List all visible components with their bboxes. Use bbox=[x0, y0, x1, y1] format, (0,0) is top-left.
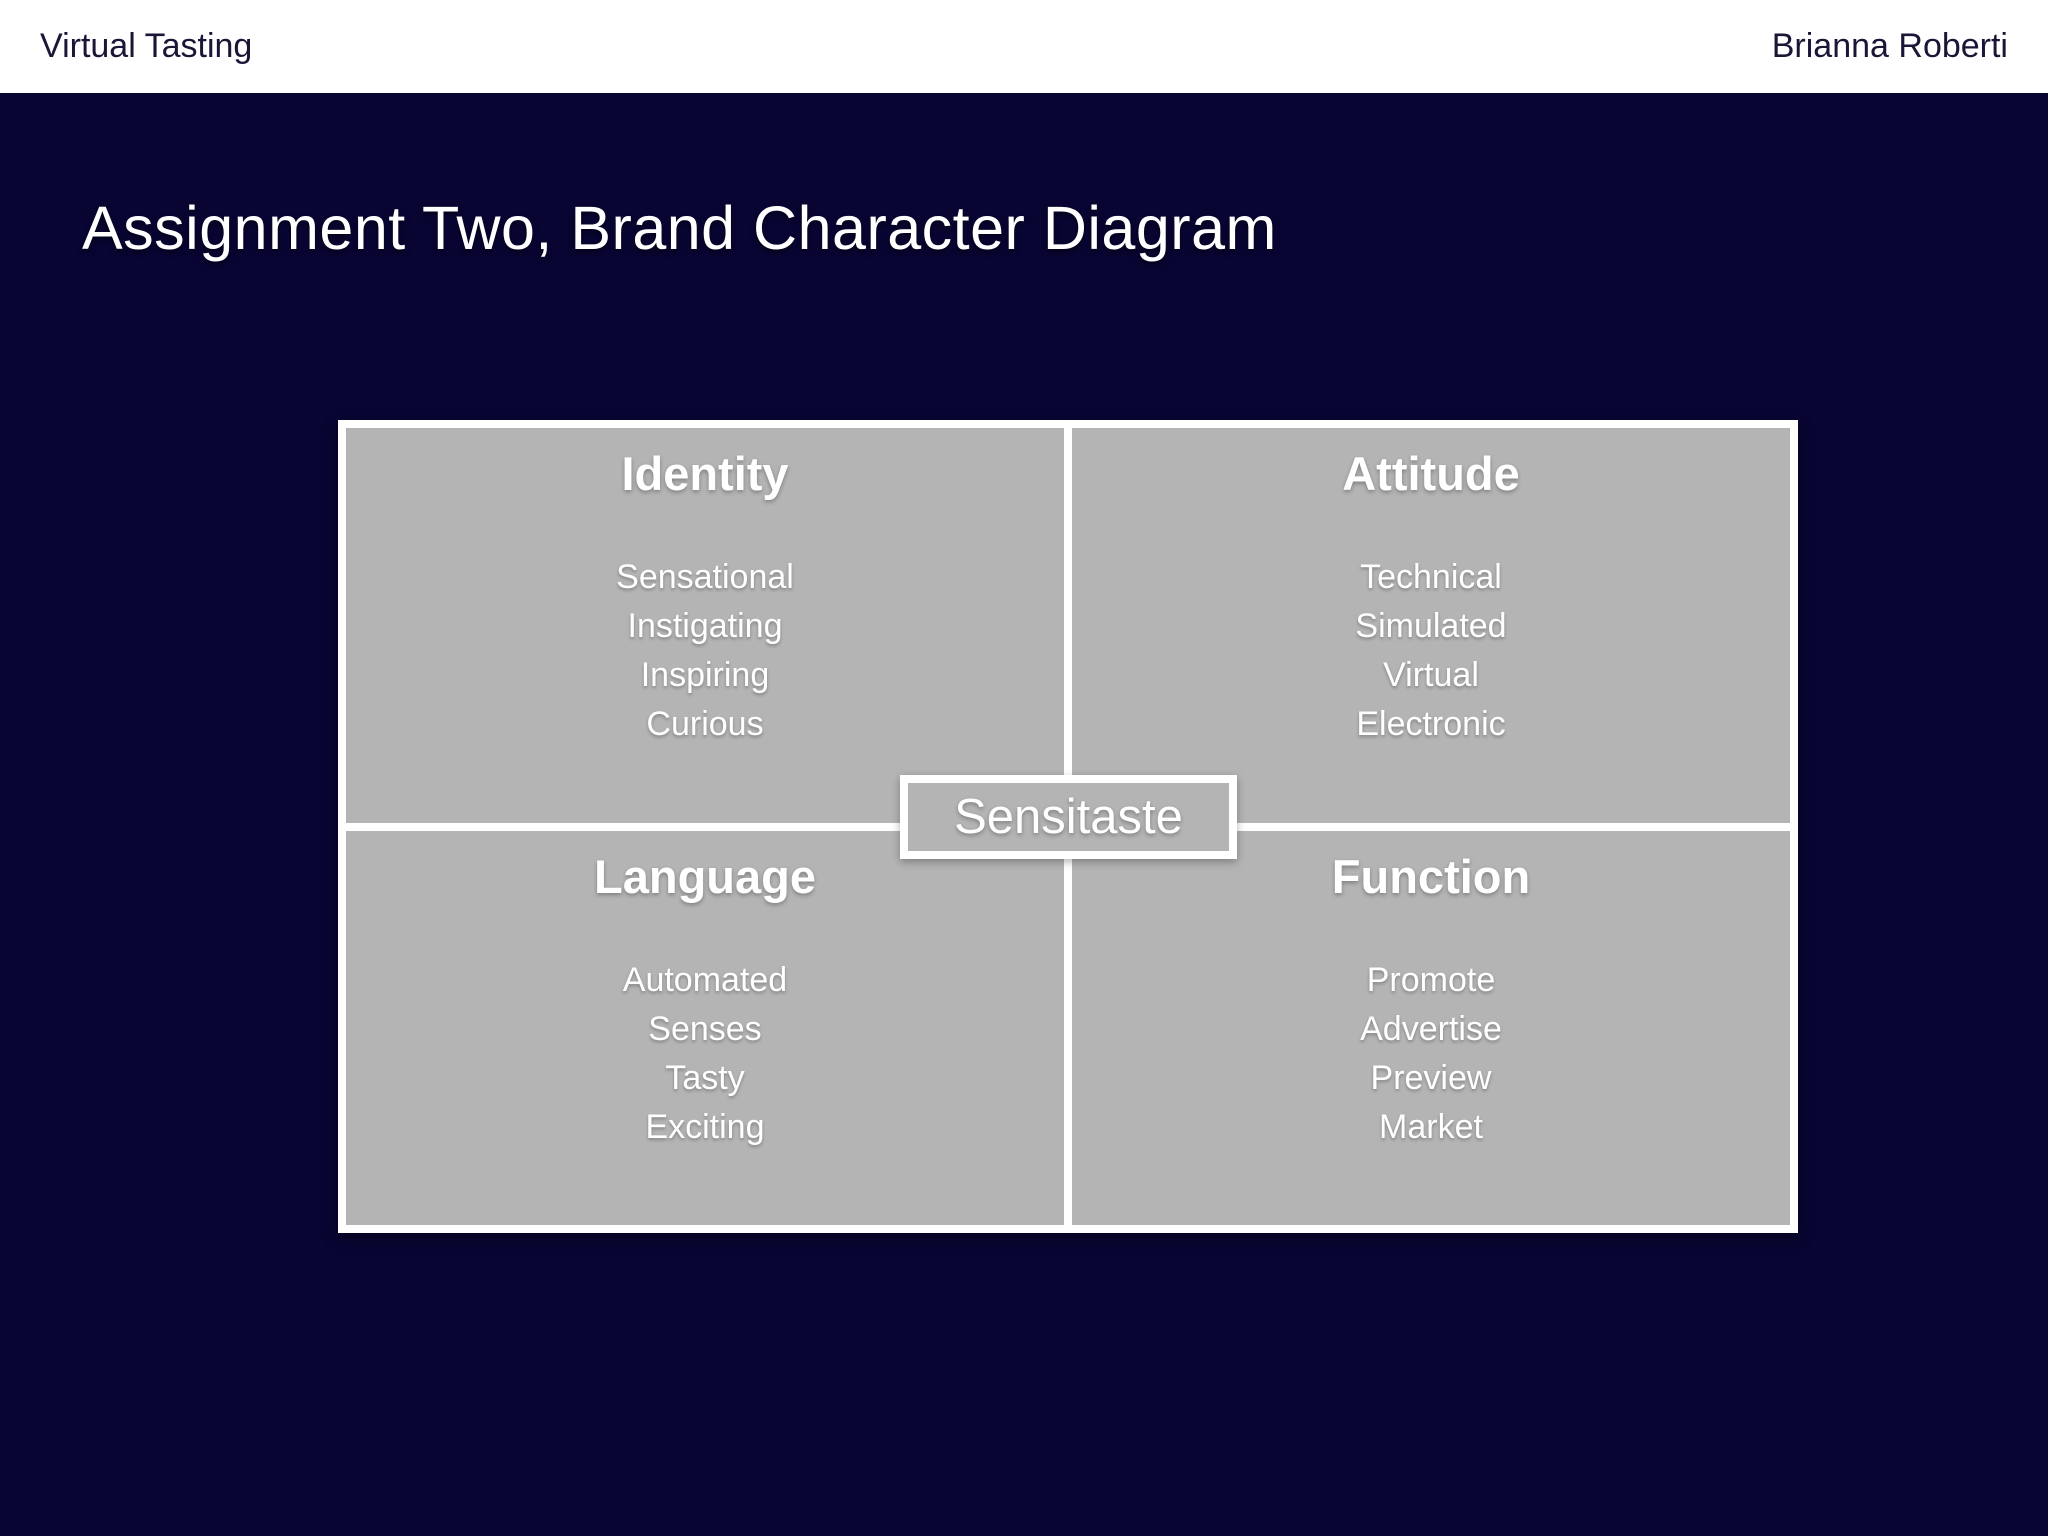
quadrant-language: Language Automated Senses Tasty Exciting bbox=[346, 830, 1064, 1225]
list-item: Automated bbox=[622, 960, 788, 999]
quadrant-identity-items: Sensational Instigating Inspiring Curiou… bbox=[616, 553, 794, 749]
slide-title: Assignment Two, Brand Character Diagram bbox=[82, 194, 1277, 262]
list-item: Exciting bbox=[645, 1107, 765, 1146]
list-item: Technical bbox=[1360, 558, 1502, 596]
list-item: Tasty bbox=[665, 1058, 745, 1097]
quadrant-attitude-title: Attitude bbox=[1342, 447, 1520, 500]
quadrant-identity: Identity Sensational Instigating Inspiri… bbox=[346, 428, 1064, 823]
quadrant-attitude: Attitude Technical Simulated Virtual Ele… bbox=[1072, 428, 1790, 823]
quadrant-identity-title: Identity bbox=[621, 447, 789, 500]
list-item: Promote bbox=[1366, 960, 1496, 999]
list-item: Sensational bbox=[616, 558, 794, 596]
list-item: Virtual bbox=[1383, 656, 1479, 694]
list-item: Instigating bbox=[627, 607, 783, 645]
list-item: Advertise bbox=[1360, 1009, 1502, 1048]
quadrant-function-items: Promote Advertise Preview Market bbox=[1360, 956, 1502, 1152]
list-item: Inspiring bbox=[640, 656, 770, 694]
center-brand-label: Sensitaste bbox=[954, 790, 1183, 844]
header-author-label: Brianna Roberti bbox=[1771, 27, 2008, 65]
brand-character-diagram: Identity Sensational Instigating Inspiri… bbox=[338, 420, 1798, 1233]
list-item: Simulated bbox=[1355, 607, 1507, 645]
quadrant-attitude-items: Technical Simulated Virtual Electronic bbox=[1355, 553, 1506, 749]
quadrant-language-items: Automated Senses Tasty Exciting bbox=[623, 956, 787, 1152]
list-item: Electronic bbox=[1356, 705, 1506, 743]
center-brand-box: Sensitaste bbox=[900, 775, 1237, 859]
quadrant-language-title: Language bbox=[594, 849, 816, 903]
quadrant-function-title: Function bbox=[1331, 849, 1531, 903]
header-project-label: Virtual Tasting bbox=[40, 27, 253, 65]
list-item: Market bbox=[1379, 1107, 1483, 1146]
list-item: Preview bbox=[1370, 1058, 1492, 1097]
quadrant-function: Function Promote Advertise Preview Marke… bbox=[1072, 830, 1790, 1225]
list-item: Senses bbox=[648, 1009, 762, 1048]
slide-canvas: Assignment Two, Brand Character Diagram … bbox=[0, 93, 2048, 1536]
list-item: Curious bbox=[646, 705, 764, 743]
slide-header-bar: Virtual Tasting Brianna Roberti bbox=[0, 0, 2048, 93]
